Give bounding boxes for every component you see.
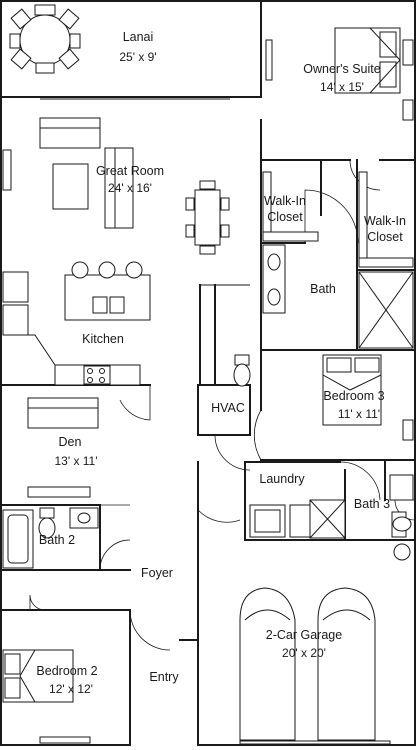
room-labels: Lanai 25' x 9' Owner's Suite 14' x 15' G… xyxy=(36,30,406,696)
label-kitchen: Kitchen xyxy=(82,332,124,346)
label-walk-in-closet-1-line2: Closet xyxy=(267,210,303,224)
label-walk-in-closet-2-line1: Walk-In xyxy=(364,214,406,228)
label-garage: 2-Car Garage xyxy=(266,628,342,642)
size-garage: 20' x 20' xyxy=(282,646,326,660)
windows xyxy=(2,39,414,745)
size-owners-suite: 14' x 15' xyxy=(320,80,364,94)
label-den: Den xyxy=(59,435,82,449)
label-walk-in-closet-1-line1: Walk-In xyxy=(264,194,306,208)
label-bath: Bath xyxy=(310,282,336,296)
label-bath-2: Bath 2 xyxy=(39,533,75,547)
furniture xyxy=(2,4,414,741)
label-owners-suite: Owner's Suite xyxy=(303,62,380,76)
label-hvac: HVAC xyxy=(211,401,245,415)
size-bedroom-2: 12' x 12' xyxy=(49,682,93,696)
size-bedroom-3: 11' x 11' xyxy=(338,407,380,421)
label-laundry: Laundry xyxy=(259,472,305,486)
label-bedroom-3: Bedroom 3 xyxy=(323,389,384,403)
label-entry: Entry xyxy=(149,670,179,684)
label-walk-in-closet-2-line2: Closet xyxy=(367,230,403,244)
label-great-room: Great Room xyxy=(96,164,164,178)
label-lanai: Lanai xyxy=(123,30,154,44)
label-bedroom-2: Bedroom 2 xyxy=(36,664,97,678)
size-den: 13' x 11' xyxy=(54,454,97,468)
label-bath-3: Bath 3 xyxy=(354,497,390,511)
size-lanai: 25' x 9' xyxy=(119,50,156,64)
size-great-room: 24' x 16' xyxy=(108,181,152,195)
label-foyer: Foyer xyxy=(141,566,173,580)
